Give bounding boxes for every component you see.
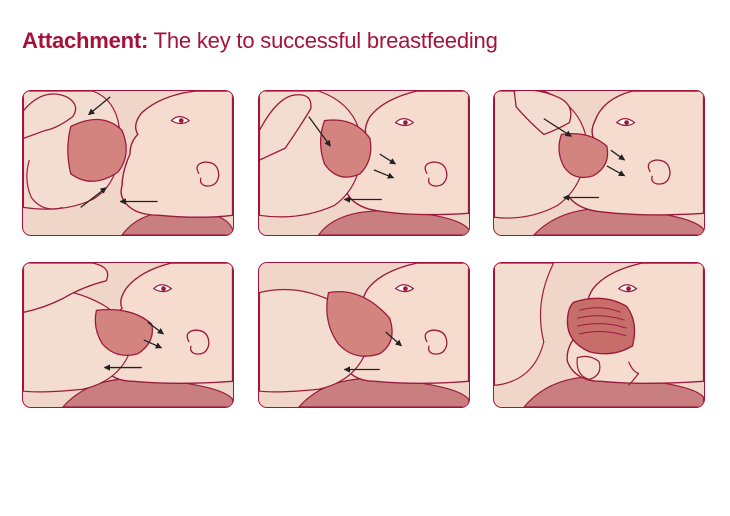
hand-icon (513, 91, 572, 136)
hand-icon (23, 263, 109, 314)
step-3-panel (493, 90, 705, 236)
areola-icon (94, 309, 153, 356)
ear-icon (186, 329, 210, 355)
arrow-icon (379, 153, 397, 165)
ear-icon (647, 159, 671, 185)
arrow-icon (543, 118, 572, 137)
arrow-icon (80, 187, 107, 208)
arrow-icon (143, 339, 163, 349)
step-2-panel (258, 90, 470, 236)
step-1-panel (22, 90, 234, 236)
arrow-icon (88, 96, 111, 116)
page-title: Attachment: The key to successful breast… (22, 28, 498, 54)
hand-icon (259, 94, 312, 161)
arrow-icon (385, 331, 402, 347)
areola-icon (67, 118, 127, 182)
areola-icon (319, 119, 372, 178)
arrow-icon (373, 169, 395, 179)
arrow-icon (606, 165, 626, 177)
breast-icon (494, 263, 555, 386)
ear-icon (424, 161, 448, 187)
step-4-panel (22, 262, 234, 408)
ear-icon (424, 329, 448, 355)
areola-icon (558, 133, 609, 179)
chin-icon (576, 355, 601, 380)
arrow-icon (308, 116, 331, 147)
areola-icon (326, 291, 393, 357)
ear-icon (196, 161, 220, 187)
arrow-icon (147, 321, 165, 335)
open-mouth-icon (566, 297, 636, 355)
title-rest: The key to successful breastfeeding (153, 28, 498, 53)
step-5-panel (258, 262, 470, 408)
hand-icon (23, 93, 77, 140)
arrow-icon (610, 149, 626, 161)
title-bold: Attachment: (22, 28, 149, 53)
step-6-panel (493, 262, 705, 408)
